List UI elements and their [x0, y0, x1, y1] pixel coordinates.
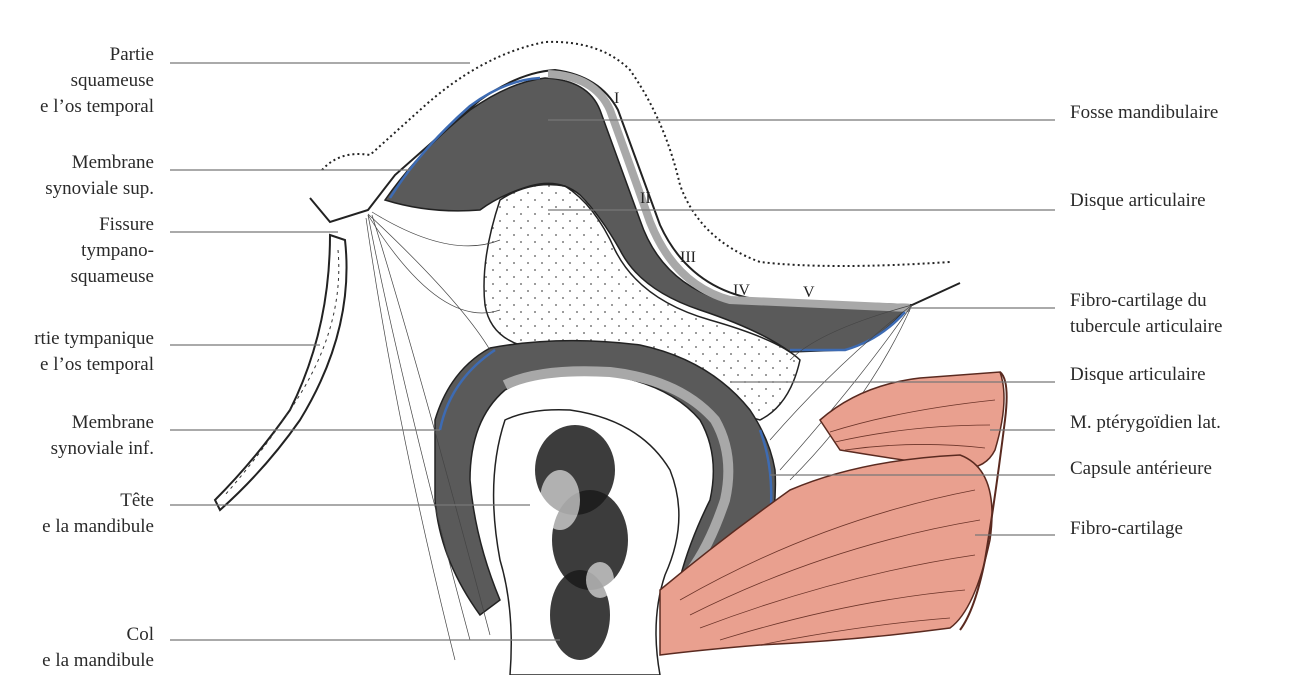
label-fosse-mandibulaire: Fosse mandibulaire — [1070, 100, 1218, 126]
zone-i: I — [614, 90, 619, 107]
label-capsule-anterieure: Capsule antérieure — [1070, 456, 1212, 482]
label-disque-articulaire-1: Disque articulaire — [1070, 188, 1206, 214]
label-disque-articulaire-2: Disque articulaire — [1070, 362, 1206, 388]
pterygoid-lower-head — [660, 455, 992, 655]
pterygoid-upper-head — [820, 372, 1004, 468]
label-m-pterygoidien: M. ptérygoïdien lat. — [1070, 410, 1221, 436]
label-fibro-cartilage: Fibro-cartilage — [1070, 516, 1183, 542]
zone-iv: IV — [733, 282, 750, 299]
zone-ii: II — [640, 190, 651, 207]
tympanic-plate — [215, 235, 347, 510]
zone-v: V — [803, 284, 815, 301]
zone-iii: III — [680, 249, 696, 266]
